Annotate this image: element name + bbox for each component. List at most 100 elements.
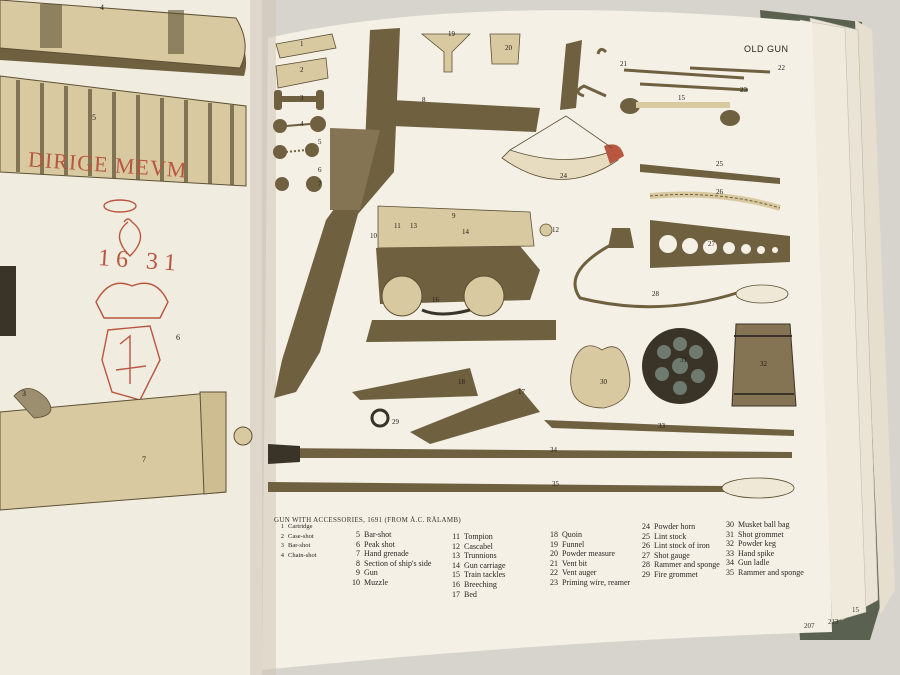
cartridge-1 xyxy=(275,33,337,59)
page-number-207: 207 xyxy=(804,622,815,630)
shot-gauge-holes xyxy=(659,235,778,254)
legend-item-label: Shot gauge xyxy=(654,550,690,560)
legend-item-label: Powder horn xyxy=(654,522,696,531)
left-item-number-7: 7 xyxy=(142,455,146,464)
plate-number-4: 4 xyxy=(300,120,304,128)
legend-item-label: Gun xyxy=(364,568,378,578)
legend-item: 26 Lint stock of iron xyxy=(638,541,720,551)
legend-item-label: Rammer and sponge xyxy=(738,567,804,577)
legend-item-label: Priming wire, reamer xyxy=(562,577,631,587)
legend-item-label: Case-shot xyxy=(288,532,314,540)
cascabel-12 xyxy=(539,223,553,237)
page-number-213: 213 xyxy=(828,618,839,626)
legend-item-label: Shot grommet xyxy=(738,529,784,539)
year-inscription: 16 31 xyxy=(97,245,183,277)
legend-item-number: 24 xyxy=(642,522,650,531)
powder-horn-cap xyxy=(604,144,624,164)
cartouche xyxy=(103,199,137,213)
legend-item-label: Gun ladle xyxy=(738,558,770,568)
legend-item-label: Powder measure xyxy=(562,549,616,559)
lint-stock-25 xyxy=(640,164,780,184)
plate-number-29: 29 xyxy=(392,418,400,426)
legend-item: 9 Gun xyxy=(348,568,431,578)
left-item-number-6: 6 xyxy=(176,333,180,342)
legend-item-label: Hand spike xyxy=(738,548,775,558)
legend-item-number: 5 xyxy=(356,530,360,539)
legend-item-number: 28 xyxy=(642,560,650,570)
breeching-16 xyxy=(421,308,471,316)
legend-item-number: 20 xyxy=(550,549,558,559)
plate-number-7: 7 xyxy=(318,180,322,188)
plate-number-34: 34 xyxy=(550,446,558,454)
legend-item: 24 Powder horn xyxy=(638,522,720,532)
legend-item-number: 10 xyxy=(352,577,360,587)
legend-item-number: 15 xyxy=(452,570,460,580)
shots-5-7 xyxy=(273,143,322,192)
legend-item-number: 9 xyxy=(356,568,360,578)
musket-ball-bag-30 xyxy=(570,345,631,409)
plate-number-31: 31 xyxy=(680,356,688,364)
plate-number-5: 5 xyxy=(318,138,322,146)
legend-item-number: 7 xyxy=(356,549,360,559)
bar-shot-3 xyxy=(274,90,324,110)
legend-item-number: 21 xyxy=(550,558,558,568)
legend-item-label: Rammer and sponge xyxy=(654,560,720,570)
plate-number-15: 15 xyxy=(678,94,686,102)
legend-item-number: 2 xyxy=(280,532,284,540)
legend-item-label: Lint stock of iron xyxy=(654,541,710,551)
vent-tools-21-23 xyxy=(576,47,771,98)
barrel-7-breech xyxy=(199,391,227,495)
rammer-28 xyxy=(573,238,741,309)
legend-item-label: Chain-shot xyxy=(288,551,317,559)
lint-stock-iron-twist xyxy=(649,194,781,209)
crown-emblem xyxy=(95,282,169,319)
legend-item-number: 26 xyxy=(642,541,650,551)
legend-item-label: Cascabel xyxy=(464,541,493,551)
legend-item-number: 25 xyxy=(642,531,650,541)
legend-item-label: Bar-shot xyxy=(288,542,311,550)
plate-number-13: 13 xyxy=(410,222,418,230)
left-item-number-3: 3 xyxy=(22,389,26,398)
powder-keg-32 xyxy=(731,323,797,407)
legend-item-label: Tompion xyxy=(464,532,493,541)
legend-item-number: 17 xyxy=(452,589,460,599)
plate-number-2: 2 xyxy=(300,66,304,74)
legend-item-label: Vent auger xyxy=(562,568,597,578)
plate-number-6: 6 xyxy=(318,166,322,174)
plate-number-19: 19 xyxy=(448,30,456,38)
legend-item-label: Cartridge xyxy=(288,523,313,530)
legend-item-number: 8 xyxy=(356,558,360,568)
legend-item-label: Lint stock xyxy=(654,531,687,541)
page-number-15: 15 xyxy=(852,606,859,614)
plate-number-27: 27 xyxy=(708,240,716,248)
legend-item-number: 6 xyxy=(356,539,360,549)
gun-ladle-scoop xyxy=(268,444,300,464)
plate-number-8: 8 xyxy=(422,96,426,104)
plate-number-25: 25 xyxy=(716,160,724,168)
legend-item-number: 16 xyxy=(452,579,460,589)
ship-deck-beam xyxy=(392,100,540,132)
gutter-shadow xyxy=(250,0,276,675)
worn-cover-edge xyxy=(855,20,895,615)
